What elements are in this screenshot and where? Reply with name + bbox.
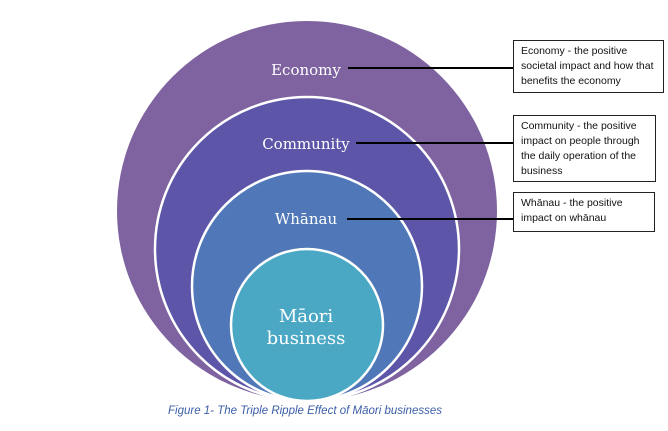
callout-economy: Economy - the positive societal impact a…: [513, 40, 664, 93]
figure-caption: Figure 1- The Triple Ripple Effect of Mā…: [168, 405, 442, 417]
label-whanau: Whānau: [275, 210, 338, 228]
label-business: business: [267, 328, 346, 349]
label-economy: Economy: [271, 61, 341, 79]
ring-maori-business: [229, 247, 385, 403]
label-maori: Māori: [279, 306, 334, 327]
callout-whanau: Whānau - the positive impact on whānau: [513, 192, 655, 232]
label-community: Community: [262, 135, 350, 153]
callout-community: Community - the positive impact on peopl…: [513, 115, 656, 182]
